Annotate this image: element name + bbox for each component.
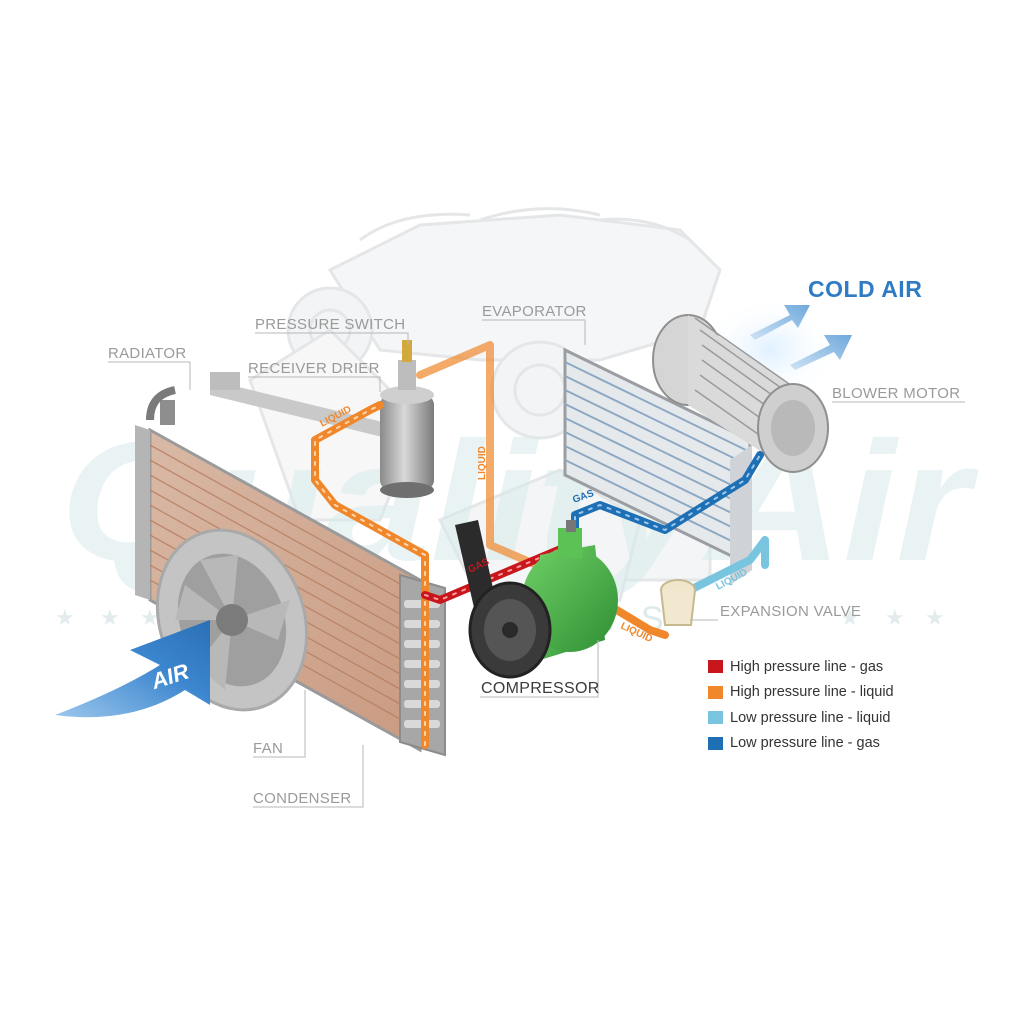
legend-swatch	[708, 711, 723, 725]
svg-text:★: ★	[840, 606, 860, 631]
legend: High pressure line - gas High pressure l…	[708, 654, 894, 756]
legend-swatch	[708, 685, 723, 699]
receiver-drier	[380, 340, 434, 498]
watermark-stars: ★ ★ ★ ★ ★ ★	[55, 606, 945, 631]
label-expansion-valve: EXPANSION VALVE	[720, 603, 862, 620]
label-pressure-switch: PRESSURE SWITCH	[255, 316, 406, 333]
svg-text:★: ★	[55, 606, 75, 631]
label-fan: FAN	[253, 740, 284, 757]
legend-item: High pressure line - liquid	[708, 680, 894, 706]
label-compressor: COMPRESSOR	[481, 680, 600, 697]
expansion-valve	[660, 579, 696, 626]
legend-swatch	[708, 660, 723, 674]
cold-air-label: COLD AIR	[808, 276, 923, 302]
legend-label: Low pressure line - gas	[730, 735, 880, 752]
svg-text:★: ★	[885, 606, 905, 631]
air-arrow: AIR	[55, 620, 210, 718]
label-radiator: RADIATOR	[108, 345, 187, 362]
legend-item: Low pressure line - liquid	[708, 705, 894, 731]
label-evaporator: EVAPORATOR	[482, 303, 587, 320]
legend-label: High pressure line - liquid	[730, 684, 894, 701]
legend-item: High pressure line - gas	[708, 654, 894, 680]
line-low-liquid	[686, 536, 769, 594]
blower-motor	[652, 314, 829, 473]
line-high-liquid-1-dots	[314, 404, 426, 746]
legend-label: High pressure line - gas	[730, 658, 884, 675]
label-condenser: CONDENSER	[253, 790, 352, 807]
legend-swatch	[708, 736, 723, 750]
svg-text:★: ★	[925, 606, 945, 631]
label-receiver-drier: RECEIVER DRIER	[248, 360, 380, 377]
legend-label: Low pressure line - liquid	[730, 709, 891, 726]
svg-text:★: ★	[100, 606, 120, 631]
label-blower-motor: BLOWER MOTOR	[832, 385, 961, 402]
svg-text:★: ★	[140, 606, 160, 631]
tag-liquid-2: LIQUID	[477, 446, 488, 480]
cold-air-arrows	[750, 305, 852, 370]
compressor	[468, 520, 618, 679]
leader-lines	[108, 319, 965, 808]
legend-item: Low pressure line - gas	[708, 731, 894, 757]
